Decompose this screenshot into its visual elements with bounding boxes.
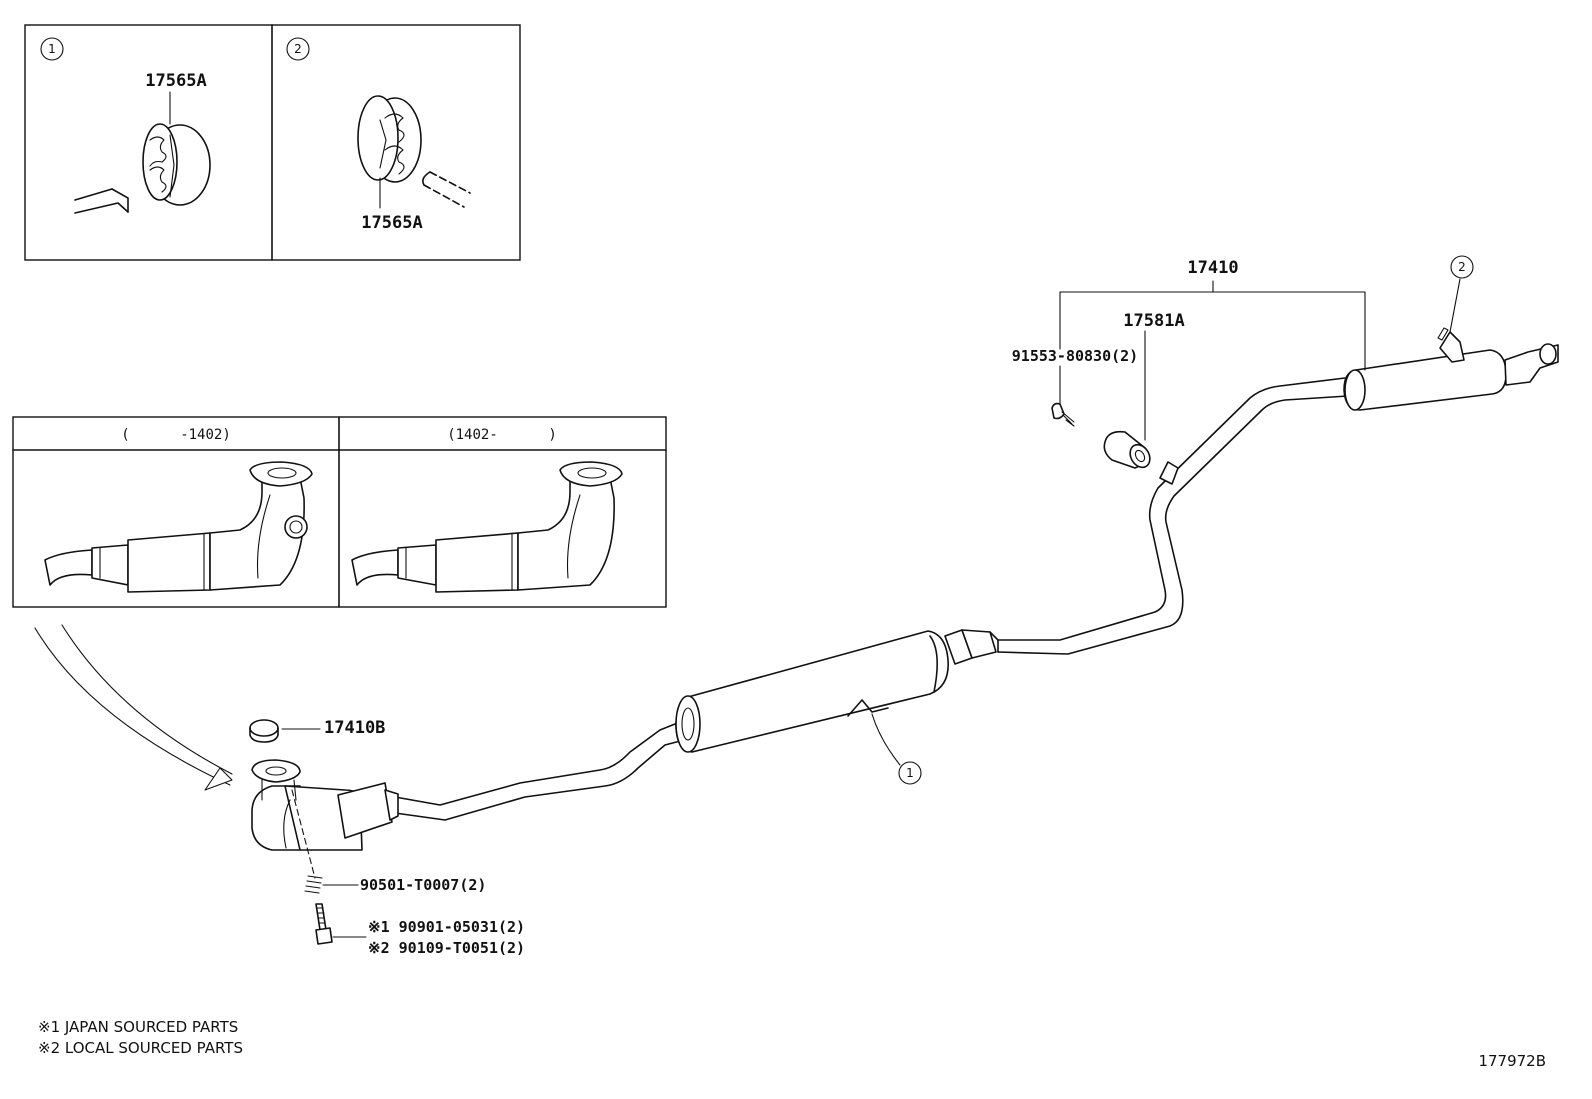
reference-arrows bbox=[34, 624, 233, 791]
variant-inset: ( -1402) (1402- ) bbox=[12, 416, 667, 608]
part-number-label: 17565A bbox=[361, 213, 422, 233]
footnotes: ※1 JAPAN SOURCED PARTS ※2 LOCAL SOURCED … bbox=[38, 1018, 243, 1057]
part-number-91553: 91553-80830(2) bbox=[1012, 347, 1138, 365]
callout-circle-2 bbox=[286, 37, 310, 61]
callout-number: 2 bbox=[294, 42, 302, 56]
exhaust-assembly: 1 2 bbox=[249, 255, 1559, 957]
center-muffler bbox=[675, 630, 949, 753]
part-number-90901: ※1 90901-05031(2) bbox=[368, 918, 525, 936]
variant-header-after-1402: (1402- ) bbox=[447, 427, 557, 443]
rear-muffler bbox=[1343, 343, 1559, 411]
rubber-hanger-icon bbox=[357, 95, 422, 183]
assembly-bracket-17410 bbox=[1059, 280, 1366, 441]
hanger-bracket-1 bbox=[847, 699, 889, 717]
hanger-rod-icon bbox=[422, 171, 471, 208]
drawing-id: 177972B bbox=[1478, 1052, 1546, 1070]
front-pipe bbox=[394, 721, 685, 821]
callout-circle-2 bbox=[1450, 255, 1474, 279]
callout-number: 1 bbox=[906, 766, 914, 780]
part-number-17581A: 17581A bbox=[1123, 311, 1184, 331]
pipe-bracket bbox=[1159, 461, 1179, 485]
hanger-bracket-2 bbox=[1437, 327, 1465, 363]
small-bolt-icon bbox=[1051, 402, 1075, 427]
variant-header-before-1402: ( -1402) bbox=[121, 427, 231, 443]
leader-line bbox=[871, 713, 901, 766]
footnote-japan-sourced: ※1 JAPAN SOURCED PARTS bbox=[38, 1018, 238, 1036]
rubber-hanger-icon bbox=[142, 123, 211, 206]
part-number-17410: 17410 bbox=[1187, 258, 1238, 278]
part-number-90109: ※2 90109-T0051(2) bbox=[368, 939, 525, 957]
seal-ring-icon bbox=[1103, 430, 1151, 469]
part-number-90501: 90501-T0007(2) bbox=[360, 876, 486, 894]
intermediate-pipe bbox=[997, 377, 1349, 655]
hanger-panel-1: 1 17565A bbox=[40, 37, 211, 214]
callout-number: 1 bbox=[48, 42, 56, 56]
pipe-joint bbox=[944, 629, 999, 665]
callout-circle-1 bbox=[898, 761, 922, 785]
catalytic-converter-variant-b-icon bbox=[351, 461, 623, 593]
part-number-label: 17565A bbox=[145, 71, 206, 91]
hanger-panel-2: 2 17565A bbox=[286, 37, 471, 233]
leader-line bbox=[1449, 278, 1461, 333]
spring-icon bbox=[304, 875, 323, 894]
catalytic-converter-variant-a-icon bbox=[44, 461, 313, 593]
callout-circle-1 bbox=[40, 37, 64, 61]
bolt-icon bbox=[315, 903, 333, 945]
footnote-local-sourced: ※2 LOCAL SOURCED PARTS bbox=[38, 1039, 243, 1057]
gasket-icon bbox=[249, 719, 279, 743]
alignment-dashed-line bbox=[291, 789, 316, 879]
hanger-rod-icon bbox=[74, 188, 129, 214]
catalytic-converter bbox=[251, 759, 399, 851]
part-number-17410B: 17410B bbox=[324, 718, 385, 738]
callout-number: 2 bbox=[1458, 260, 1466, 274]
hanger-inset: 1 17565A 2 bbox=[24, 24, 521, 261]
